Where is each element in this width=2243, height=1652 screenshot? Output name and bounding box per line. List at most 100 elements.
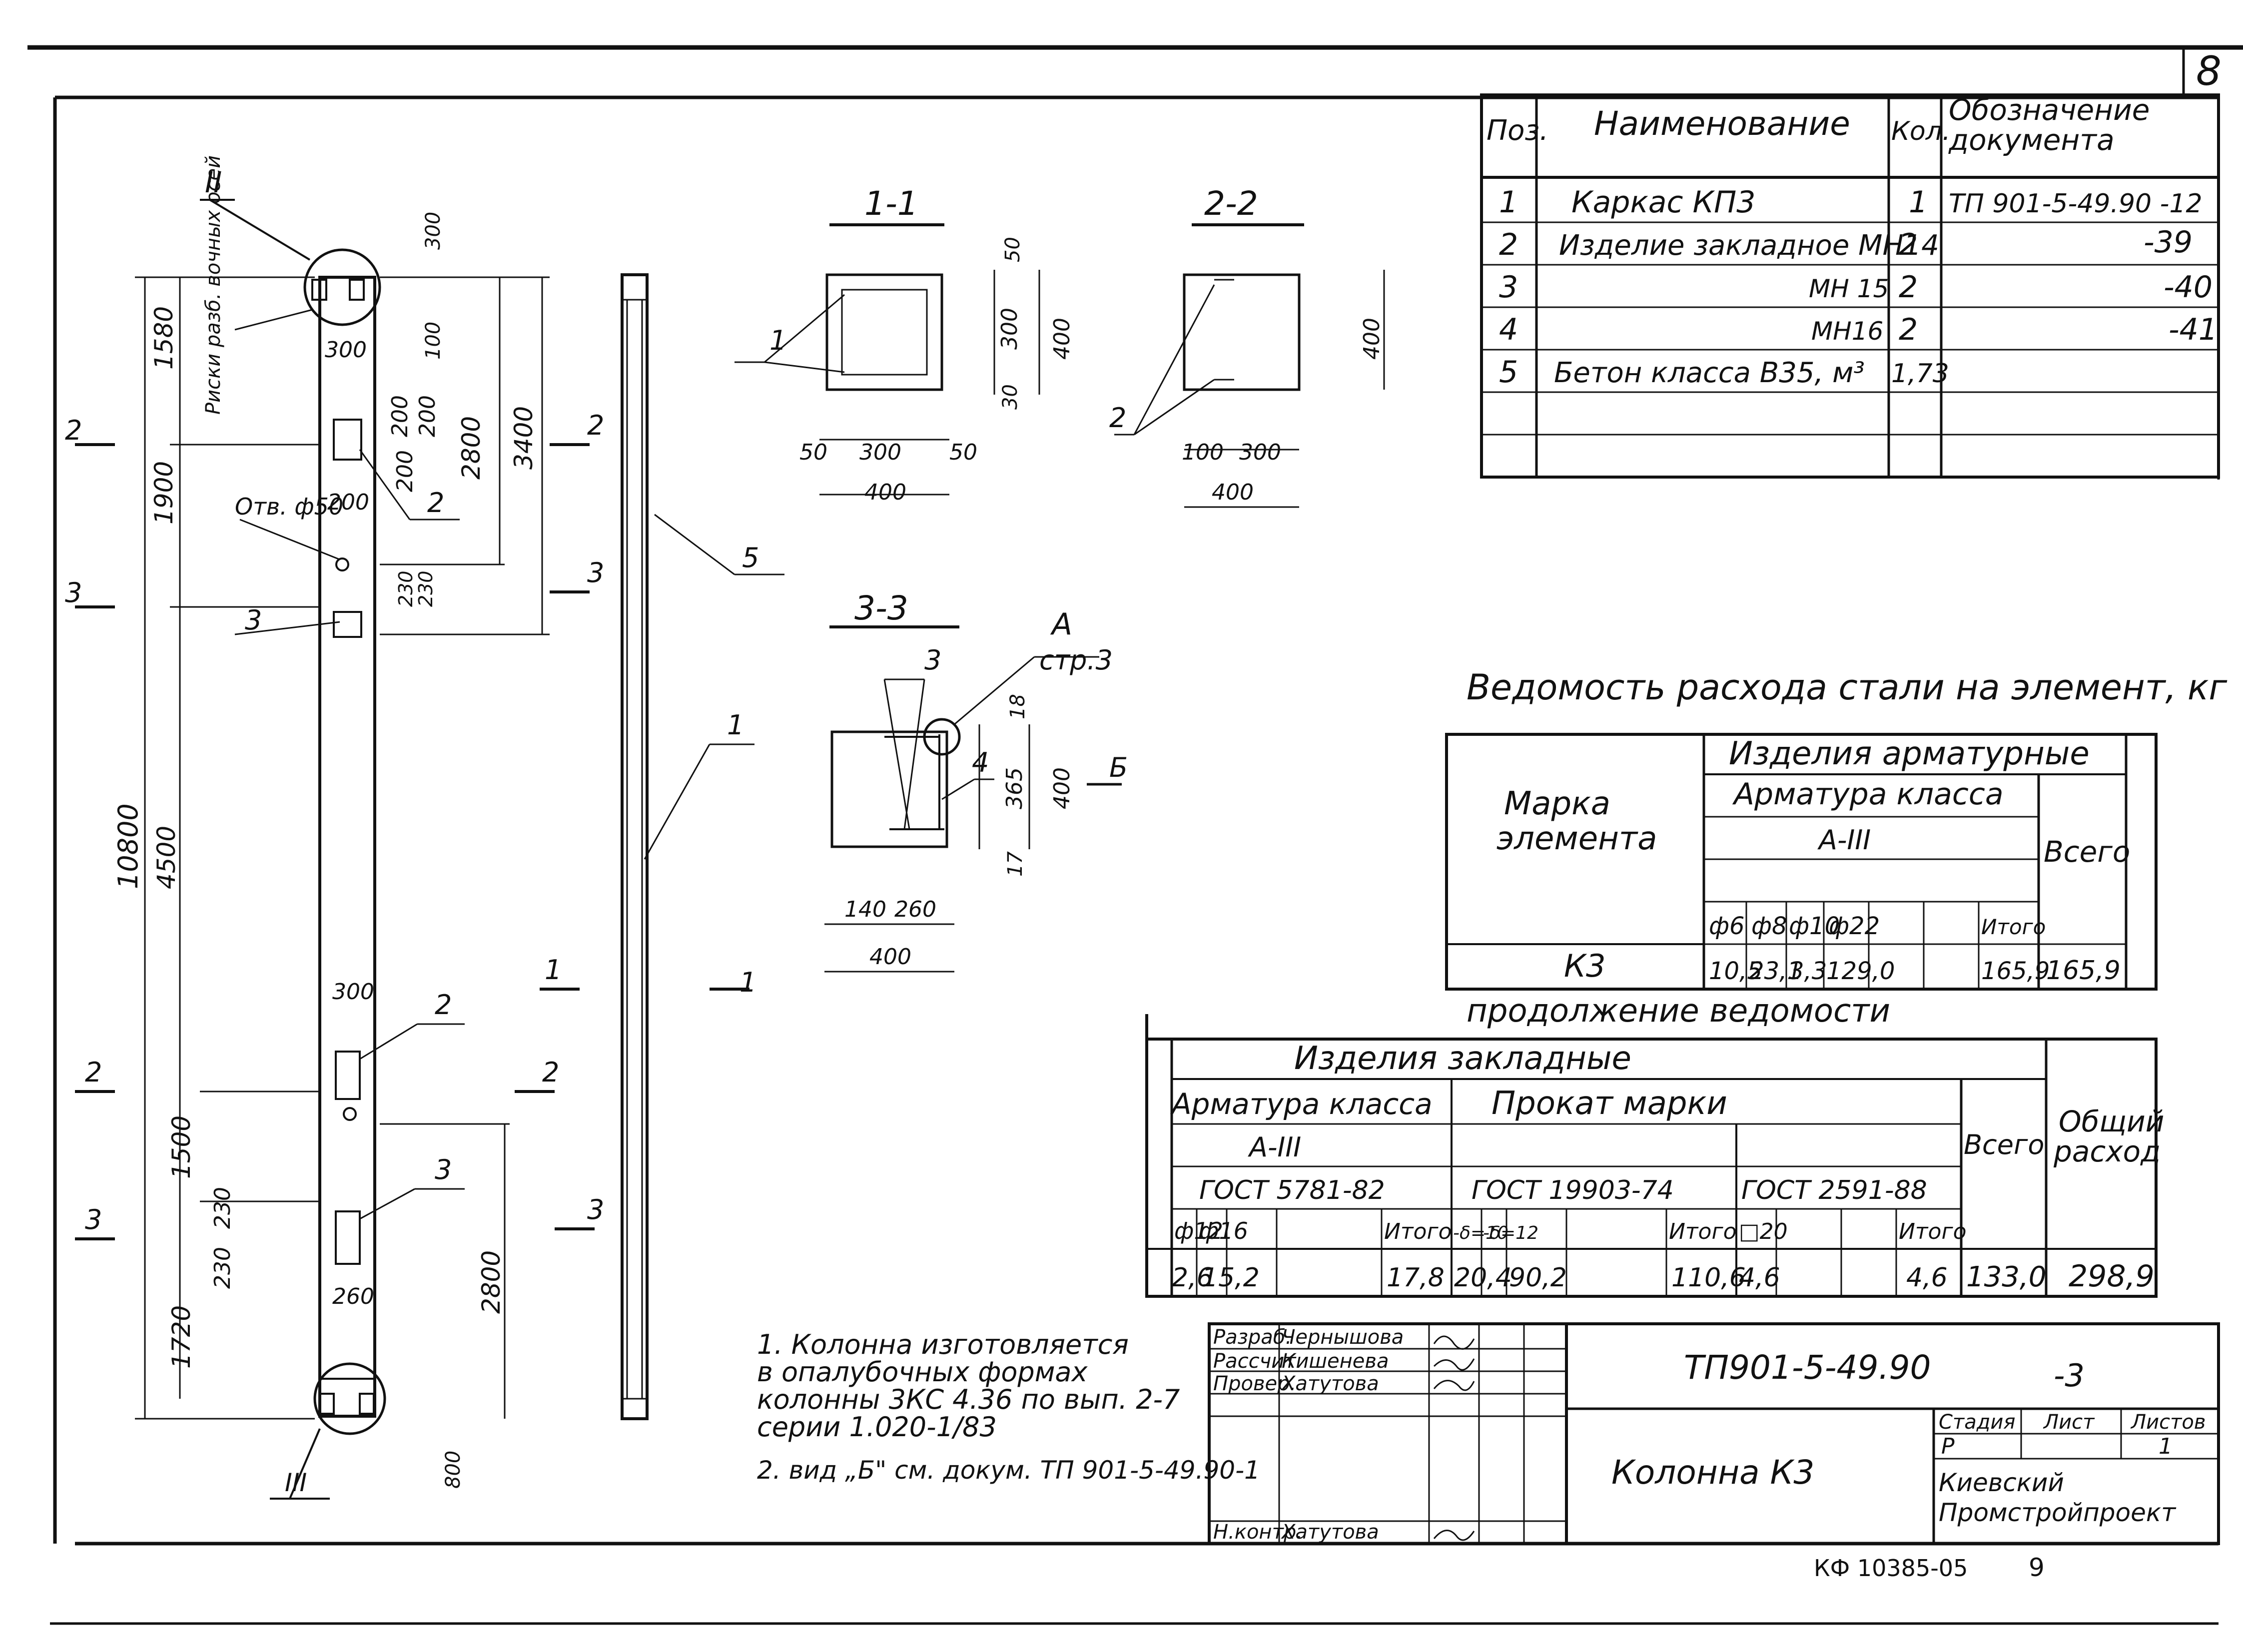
dim-1720: 1720 — [167, 1305, 196, 1369]
spec-row-2-pos: 2 — [1499, 227, 1518, 262]
cont-total-value: 133,0 — [1966, 1261, 2046, 1293]
mark-III: III — [285, 1468, 307, 1497]
mark-II: II — [205, 165, 222, 199]
spec-row-4-name: МН16 — [1811, 317, 1883, 346]
cont-val-d12: 90,2 — [1509, 1263, 1567, 1293]
continuation-title: продолжение ведомости — [1467, 993, 1890, 1030]
cut-2-right-bot: 2 — [542, 1057, 559, 1088]
sec22-dim-400-v: 400 — [1359, 318, 1385, 360]
dim-300-upper: 300 — [422, 212, 445, 250]
risks-label: Риски разб. вочных осей — [202, 155, 225, 415]
cut-1-right: 1 — [740, 967, 756, 998]
cut-2-left-top: 2 — [65, 415, 82, 446]
cut-3-left-bot: 3 — [85, 1204, 102, 1235]
sec11-dim-30-v: 30 — [999, 384, 1022, 410]
steel-row-f10: 3,3 — [1789, 957, 1827, 985]
spec-row-5-qty: 1,73 — [1891, 359, 1949, 389]
spec-header-qty: Кол. — [1891, 116, 1951, 146]
section-2-2-title: 2-2 — [1204, 184, 1258, 223]
cont-header-rolled: Прокат марки — [1492, 1085, 1727, 1122]
spec-row-3-pos: 3 — [1499, 270, 1518, 305]
sec11-dim-300: 300 — [859, 440, 901, 465]
cont-col-d10: -δ=10 — [1453, 1223, 1508, 1243]
steel-header-mark-1: Марка — [1504, 785, 1610, 822]
signature-4 — [1433, 1530, 1475, 1541]
dim-1580: 1580 — [149, 306, 178, 370]
tb-stage-label: Стадия — [1939, 1411, 2015, 1434]
sec22-dim-300: 300 — [1239, 440, 1281, 465]
cut-1-left: 1 — [545, 954, 562, 986]
dim-200-a: 200 — [387, 395, 413, 437]
dim-800: 800 — [442, 1451, 465, 1489]
spec-row-4-doc: -41 — [2169, 312, 2218, 347]
steel-header-mark-2: элемента — [1496, 820, 1657, 857]
cont-val-d10: 20,4 — [1454, 1263, 1512, 1293]
steel-row-itogo: 165,9 — [1981, 957, 2050, 985]
cut-3-right-bot: 3 — [587, 1194, 604, 1225]
spec-header-doc: Обозначение — [1949, 93, 2150, 127]
sec33-dim-260: 260 — [894, 897, 936, 922]
note-line-3: колонны 3КС 4.36 по вып. 2-7 — [757, 1384, 1180, 1415]
tb-org-2: Промстройпроект — [1939, 1498, 2177, 1527]
cont-gost3: ГОСТ 2591-88 — [1741, 1175, 1927, 1205]
steel-col-f8: ф8 — [1751, 912, 1787, 940]
pos-label-2-top: 2 — [427, 487, 444, 519]
cont-col-f16: ф16 — [1199, 1217, 1248, 1244]
pos-label-3-bot: 3 — [435, 1154, 452, 1185]
cont-val-itogo1: 17,8 — [1387, 1263, 1445, 1293]
tb-person-4: Хатутова — [1281, 1521, 1379, 1544]
dim-3400: 3400 — [509, 406, 538, 470]
tb-stamp: КФ 10385-05 — [1814, 1555, 1968, 1582]
cont-val-f16: 15,2 — [1202, 1263, 1260, 1293]
steel-header-total: Всего — [2044, 835, 2130, 869]
pos-label-3-top: 3 — [245, 604, 262, 636]
callout-A: А — [1050, 607, 1072, 642]
sec33-dim-18: 18 — [1006, 694, 1029, 719]
dim-260: 260 — [332, 1284, 374, 1309]
sec11-dim-50-a: 50 — [799, 440, 827, 465]
dim-2800-top: 2800 — [457, 416, 486, 480]
tb-role-4: Н.контр. — [1213, 1521, 1303, 1544]
cut-3-right-top: 3 — [587, 557, 604, 588]
spec-row-5-name: Бетон класса В35, м³ — [1554, 357, 1865, 389]
spec-row-2-name: Изделие закладное МН14 — [1559, 229, 1939, 262]
dim-10800: 10800 — [112, 803, 144, 889]
steel-row-f6: 10,5 — [1709, 957, 1762, 985]
sec11-dim-400-v: 400 — [1049, 318, 1075, 360]
cont-val-itogo3: 4,6 — [1906, 1263, 1948, 1293]
spec-row-3-doc: -40 — [2164, 270, 2213, 305]
sec33-dim-365: 365 — [1002, 767, 1027, 809]
dim-230-c: 230 — [210, 1187, 235, 1229]
dim-230-d: 230 — [210, 1247, 235, 1289]
signature-1 — [1433, 1335, 1475, 1350]
cont-col-itogo2: Итого — [1669, 1219, 1737, 1244]
steel-table: Ведомость расхода стали на элемент, кг М… — [1445, 667, 2228, 991]
cont-col-itogo1: Итого — [1384, 1219, 1452, 1244]
sec22-dim-100: 100 — [1182, 440, 1224, 465]
tb-role-3: Провер. — [1213, 1372, 1296, 1395]
spec-header-name: Наименование — [1594, 104, 1850, 143]
tb-role-2: Рассчит. — [1213, 1350, 1302, 1373]
dim-100-top: 100 — [422, 322, 445, 360]
side-elevation: 5 1 — [621, 273, 784, 1420]
dim-200-d: 200 — [327, 490, 369, 515]
tb-name: Колонна К3 — [1611, 1453, 1814, 1492]
sec22-label-2: 2 — [1109, 402, 1126, 434]
cont-val-sq20: 4,6 — [1739, 1263, 1780, 1293]
sec22-dim-400: 400 — [1212, 480, 1254, 505]
cont-header-class: Арматура класса — [1170, 1087, 1433, 1121]
tb-sheet-suffix: -3 — [2054, 1357, 2085, 1394]
pos-label-2-bot: 2 — [435, 989, 452, 1021]
cut-3-left-top: 3 — [65, 577, 82, 608]
pos-label-5: 5 — [742, 542, 759, 573]
sheet-number: 8 — [2196, 48, 2222, 94]
section-1-1: 1-1 1 50 300 50 400 50 300 30 400 — [735, 184, 1075, 505]
steel-table-title: Ведомость расхода стали на элемент, кг — [1467, 667, 2228, 708]
dim-230-a: 230 — [395, 570, 417, 607]
sec33-dim-400-v: 400 — [1049, 767, 1075, 809]
steel-header-group: Изделия арматурные — [1729, 735, 2090, 772]
note-line-5: 2. вид „Б" см. докум. ТП 901-5-49.90-1 — [757, 1456, 1260, 1485]
tb-person-1: Чернышова — [1282, 1326, 1404, 1349]
steel-row-f8: 23,1 — [1749, 957, 1802, 985]
